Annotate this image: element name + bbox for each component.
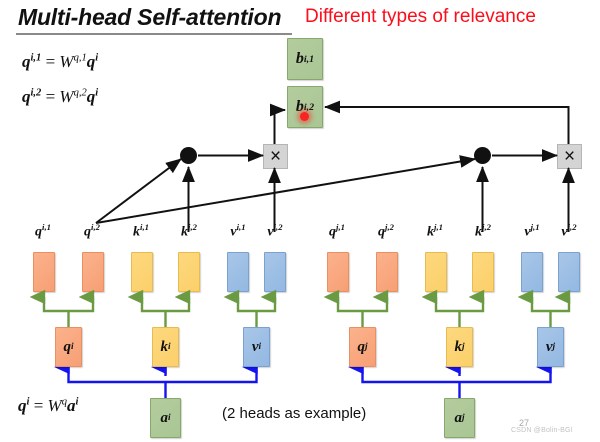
vector-label-v-i-2: vi,2	[267, 222, 283, 240]
vector-label-q-j-2: qj,2	[378, 222, 394, 240]
subtitle-note: Different types of relevance	[305, 6, 536, 27]
vector-label-v-i-1: vi,1	[230, 222, 246, 240]
vector-bar-q-i-2[interactable]	[82, 252, 104, 292]
vector-bar-v-i-2[interactable]	[264, 252, 286, 292]
vector-bar-v-j-1[interactable]	[521, 252, 543, 292]
vector-bar-q-j-2[interactable]	[376, 252, 398, 292]
vector-label-q-i-2: qi,2	[84, 222, 100, 240]
vector-label-k-j-1: kj,1	[427, 222, 443, 240]
vector-bar-v-i-1[interactable]	[227, 252, 249, 292]
vector-bar-q-j-1[interactable]	[327, 252, 349, 292]
equation-q-i-1: qi,1 = Wq,1qi	[22, 52, 99, 71]
red-highlight-dot	[300, 112, 309, 121]
slide-number: 27	[519, 418, 530, 428]
title-underline	[16, 33, 292, 35]
vector-label-v-j-2: vj,2	[561, 222, 577, 240]
vector-label-k-i-2: ki,2	[181, 222, 197, 240]
multiply-symbol-left: ×	[269, 146, 282, 167]
vector-label-v-j-1: vj,1	[524, 222, 540, 240]
vector-bar-k-i-2[interactable]	[178, 252, 200, 292]
multiply-op-right[interactable]: ×	[557, 144, 582, 169]
vector-bar-k-j-1[interactable]	[425, 252, 447, 292]
attention-dot-left[interactable]	[180, 147, 197, 164]
vector-label-k-j-2: kj,2	[475, 222, 491, 240]
vector-bar-k-i-1[interactable]	[131, 252, 153, 292]
vector-bar-k-j-2[interactable]	[472, 252, 494, 292]
vector-label-k-i-1: ki,1	[133, 222, 149, 240]
figure-caption: (2 heads as example)	[222, 405, 367, 422]
vector-bar-v-j-2[interactable]	[558, 252, 580, 292]
attention-dot-right[interactable]	[474, 147, 491, 164]
multiply-op-left[interactable]: ×	[263, 144, 288, 169]
page-title: Multi-head Self-attention	[18, 4, 282, 30]
vector-label-q-j-1: qj,1	[329, 222, 345, 240]
vector-label-q-i-1: qi,1	[35, 222, 51, 240]
vector-bar-q-i-1[interactable]	[33, 252, 55, 292]
multiply-symbol-right: ×	[563, 146, 576, 167]
equation-q-i-2: qi,2 = Wq,2qi	[22, 87, 99, 106]
watermark-credit: CSDN @Bolin-BGI	[511, 427, 573, 434]
equation-q-i: qi = Wqai	[18, 396, 79, 415]
